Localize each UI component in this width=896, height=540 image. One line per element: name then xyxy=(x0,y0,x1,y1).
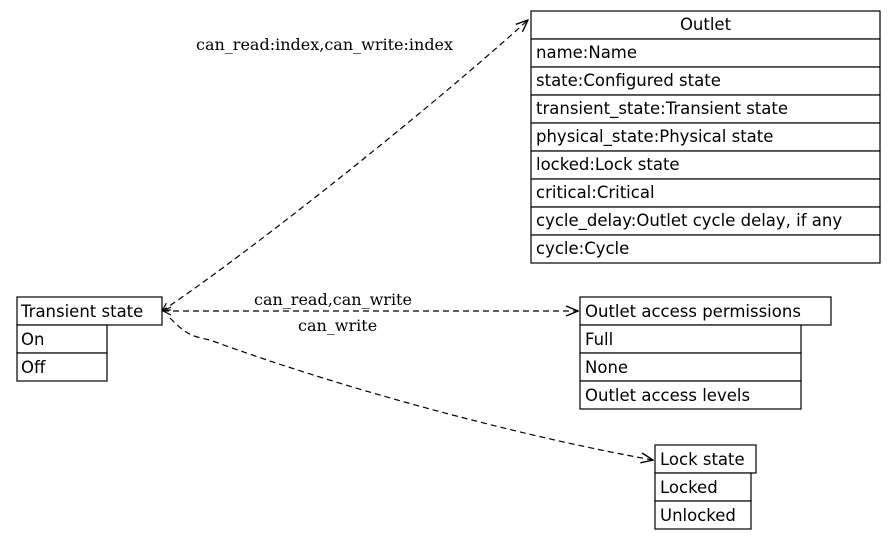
outlet-row-name: name:Name xyxy=(536,43,637,62)
transient-row-on: On xyxy=(21,330,44,349)
node-title-lock-state: Lock state xyxy=(660,450,745,469)
edge-label-permissions: can_read,can_write xyxy=(254,290,412,309)
node-title-outlet: Outlet xyxy=(680,15,732,34)
outlet-row-cycle: cycle:Cycle xyxy=(536,239,629,258)
edge-label-lock-state: can_write xyxy=(298,316,377,335)
edge-transient-to-outlet: can_read:index,can_write:index xyxy=(162,20,528,311)
transient-row-off: Off xyxy=(21,358,46,377)
outlet-row-locked: locked:Lock state xyxy=(536,155,680,174)
permissions-row-full: Full xyxy=(585,330,613,349)
outlet-row-physical-state: physical_state:Physical state xyxy=(536,127,773,147)
outlet-row-transient-state: transient_state:Transient state xyxy=(536,99,788,119)
edge-label-outlet: can_read:index,can_write:index xyxy=(196,35,453,54)
node-title-outlet-access-permissions: Outlet access permissions xyxy=(585,302,801,321)
node-outlet: Outlet name:Name state:Configured state … xyxy=(530,10,881,264)
lock-row-unlocked: Unlocked xyxy=(660,506,736,525)
edge-transient-to-lock-state: can_write xyxy=(169,316,653,460)
node-transient-state: Transient state On Off xyxy=(16,296,163,382)
permissions-row-none: None xyxy=(585,358,628,377)
edge-transient-to-permissions: can_read,can_write xyxy=(163,290,578,311)
lock-row-locked: Locked xyxy=(660,478,718,497)
outlet-row-critical: critical:Critical xyxy=(536,183,655,202)
node-lock-state: Lock state Locked Unlocked xyxy=(654,444,757,530)
node-outlet-access-permissions: Outlet access permissions Full None Outl… xyxy=(579,296,832,410)
node-title-transient-state: Transient state xyxy=(20,302,143,321)
outlet-row-state: state:Configured state xyxy=(536,71,721,90)
permissions-row-access-levels: Outlet access levels xyxy=(585,386,750,405)
outlet-row-cycle-delay: cycle_delay:Outlet cycle delay, if any xyxy=(536,211,842,231)
